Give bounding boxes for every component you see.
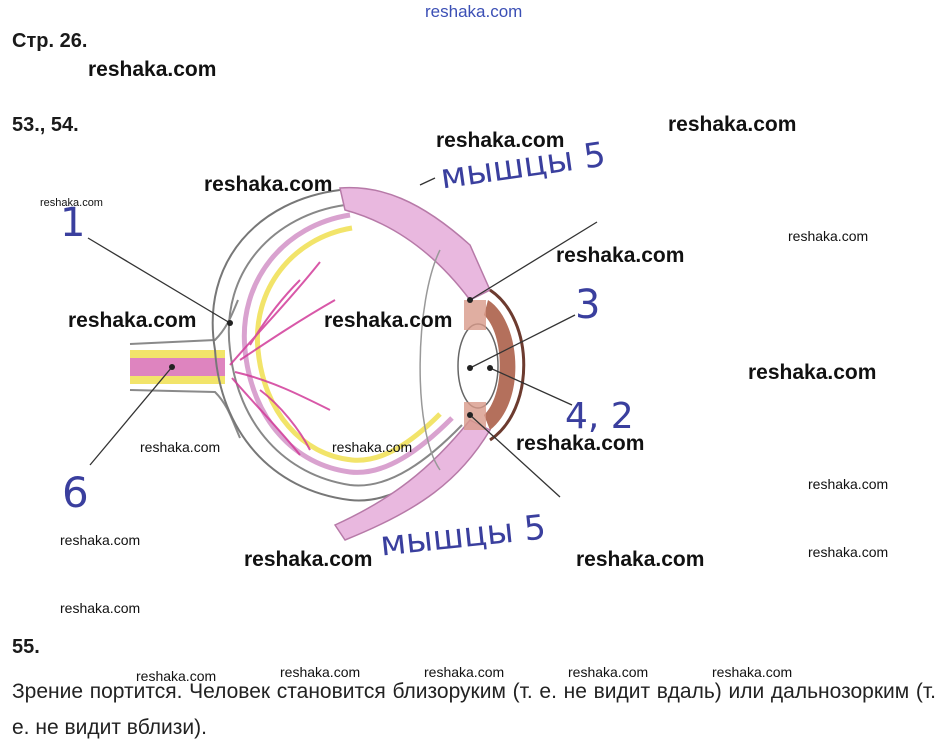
task-heading: 53., 54. xyxy=(12,114,79,136)
ciliary-top xyxy=(464,300,486,330)
watermark: reshaka.com xyxy=(576,548,705,571)
ciliary-bottom xyxy=(464,402,486,430)
watermark: reshaka.com xyxy=(324,309,453,332)
watermark: reshaka.com xyxy=(332,439,413,455)
answer-paragraph: Зрение портится. Человек становится близ… xyxy=(12,680,936,739)
watermark: reshaka.com xyxy=(68,309,197,332)
label-4-2: 4, 2 xyxy=(565,396,634,437)
label-3: 3 xyxy=(575,282,601,328)
muscle-bottom xyxy=(333,419,492,541)
iris xyxy=(484,300,516,430)
watermark: reshaka.com xyxy=(556,244,685,267)
watermark: reshaka.com xyxy=(280,664,361,680)
watermark: reshaka.com xyxy=(40,197,103,209)
optic-nerve-sheath-lower xyxy=(130,376,225,384)
watermark: reshaka.com xyxy=(244,548,373,571)
watermark: reshaka.com xyxy=(668,113,797,136)
watermark: reshaka.com xyxy=(808,544,889,560)
vitreous-boundary xyxy=(419,249,441,471)
watermark: reshaka.com xyxy=(136,668,217,684)
watermark: reshaka.com xyxy=(712,664,793,680)
pointer-lines xyxy=(87,177,598,498)
watermark: reshaka.com xyxy=(436,129,565,152)
watermark: reshaka.com xyxy=(204,173,333,196)
watermark: reshaka.com xyxy=(568,664,649,680)
top-watermark-link[interactable]: reshaka.com xyxy=(425,2,523,21)
watermark: reshaka.com xyxy=(60,532,141,548)
task55-heading: 55. xyxy=(12,636,40,658)
retina xyxy=(254,225,442,463)
watermark: reshaka.com xyxy=(424,664,505,680)
cornea xyxy=(489,288,526,442)
page-heading: Стр. 26. xyxy=(12,30,88,52)
optic-nerve-sheath xyxy=(130,350,225,358)
label-6: 6 xyxy=(62,468,89,517)
muscle-top xyxy=(339,186,491,301)
label-1: 1 xyxy=(60,200,86,246)
watermark: reshaka.com xyxy=(140,439,221,455)
watermark: reshaka.com xyxy=(60,600,141,616)
pointer-dots xyxy=(169,297,493,418)
retinal-vessels xyxy=(229,261,336,456)
watermark: reshaka.com xyxy=(516,432,645,455)
watermark: reshaka.com xyxy=(748,361,877,384)
optic-nerve-core xyxy=(130,358,225,376)
watermark: reshaka.com xyxy=(88,58,217,81)
sclera-middle xyxy=(227,204,463,487)
watermark: reshaka.com xyxy=(788,228,869,244)
watermark: reshaka.com xyxy=(808,476,889,492)
